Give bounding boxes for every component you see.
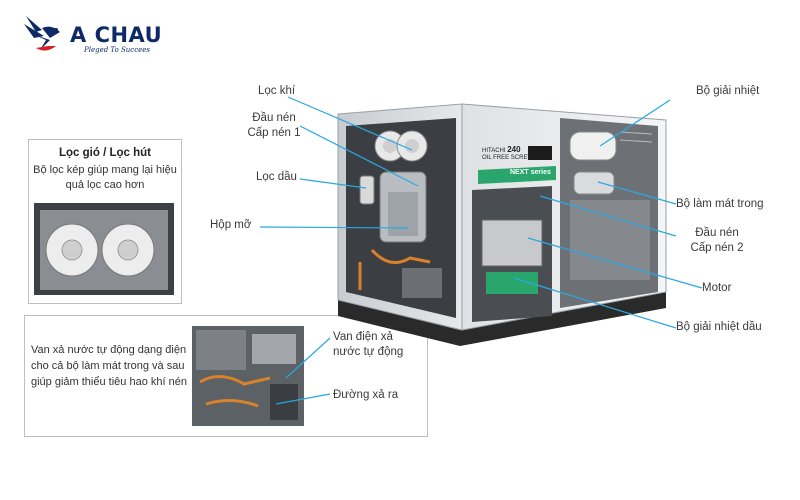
label-drain-valve-line2: nước tự động	[333, 346, 404, 358]
label-drain-outlet: Đường xả ra	[333, 389, 399, 401]
label-stage1-line2: Cấp nén 1	[247, 127, 301, 139]
label-stage1-line1: Đầu nén	[252, 112, 296, 124]
leader-stage2	[539, 195, 677, 237]
leader-motor	[527, 237, 703, 289]
label-oil-filter: Lọc dầu	[256, 171, 297, 183]
brand-name: A CHAU	[70, 23, 163, 47]
brand-slogan: Pleged To Succees	[84, 46, 151, 54]
label-stage2-line2: Cấp nén 2	[690, 242, 744, 254]
leader-oil-cooler	[513, 277, 677, 329]
machine-front-face	[461, 103, 667, 331]
label-drain-valve: Van điện xả nước tự động	[333, 330, 403, 360]
label-stage2: Đầu nén Cấp nén 2	[680, 226, 754, 256]
leader-oil-filter	[299, 178, 367, 189]
label-oil-cooler: Bộ giải nhiệt dầu	[676, 321, 762, 333]
leader-intercooler	[597, 181, 677, 205]
label-stage1: Đầu nén Cấp nén 1	[240, 111, 308, 141]
leader-gearbox	[259, 226, 409, 229]
eagle-icon	[24, 16, 60, 51]
machine-model-number: 240	[507, 145, 521, 154]
brand-logo: A CHAU Pleged To Succees	[20, 10, 163, 60]
label-intercooler: Bộ làm mát trong	[676, 198, 764, 210]
filter-inset: Lọc gió / Lọc hút Bộ lọc kép giúp mang l…	[28, 139, 182, 304]
drain-inset-desc: Van xả nước tự động dạng điện cho cả bộ …	[31, 344, 187, 388]
filter-inset-title: Lọc gió / Lọc hút	[59, 147, 151, 159]
label-stage2-line1: Đầu nén	[695, 227, 739, 239]
machine-left-face	[337, 103, 463, 331]
label-air-filter: Lọc khí	[258, 85, 296, 97]
label-gearbox: Hộp mỡ	[210, 219, 252, 231]
leader-heat-exchanger	[599, 99, 671, 147]
machine-brand: HITACHI	[482, 148, 506, 154]
label-heat-exchanger: Bộ giải nhiệt	[696, 85, 760, 97]
leader-stage1	[299, 125, 419, 187]
machine-nameplate: HITACHI 240 OIL FREE SCREW	[482, 146, 533, 162]
machine-series: NEXT series	[510, 169, 551, 176]
machine-model-text: OIL FREE SCREW	[482, 155, 534, 161]
label-drain-valve-line1: Van điện xả	[333, 331, 393, 343]
label-motor: Motor	[702, 282, 732, 294]
filter-inset-desc: Bộ lọc kép giúp mang lại hiệu quả lọc ca…	[33, 164, 177, 191]
